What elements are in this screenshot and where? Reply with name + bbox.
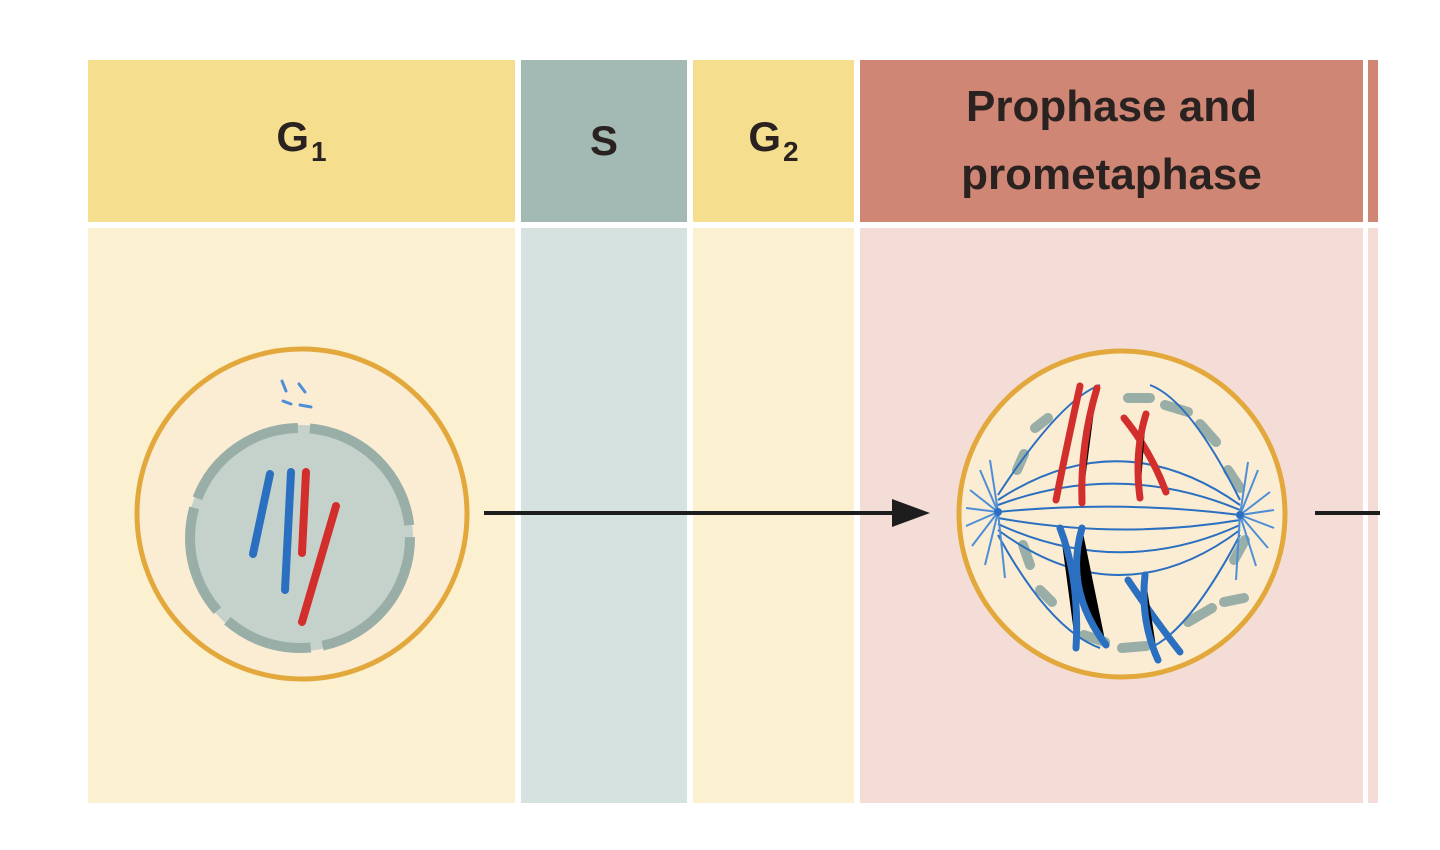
prophase-cell bbox=[956, 348, 1288, 680]
g2-label: G2 bbox=[748, 113, 799, 167]
g1-label: G1 bbox=[276, 113, 327, 167]
spindle-fibers bbox=[997, 384, 1241, 649]
prophase-header: Prophase and prometaphase bbox=[860, 60, 1363, 222]
chromosome-blue-replicated-1 bbox=[1056, 524, 1110, 652]
next-phase-header-edge bbox=[1368, 60, 1378, 222]
chromosome-red-2 bbox=[298, 502, 340, 626]
g1-nuclear-envelope bbox=[185, 423, 415, 653]
prophase-label: Prophase and prometaphase bbox=[961, 82, 1262, 199]
chromosome-red-1 bbox=[298, 468, 310, 557]
s-body bbox=[521, 228, 687, 803]
spindle-pole-left bbox=[965, 459, 1006, 579]
chromosome-blue-1 bbox=[249, 470, 274, 558]
replicated-chromosomes bbox=[1052, 382, 1184, 664]
arrow-head bbox=[892, 499, 930, 527]
next-phase-body-edge bbox=[1368, 228, 1378, 803]
chromosome-blue-replicated-2 bbox=[1124, 571, 1184, 664]
progression-arrow bbox=[484, 499, 930, 527]
chromosome-red-replicated-1 bbox=[1052, 382, 1101, 507]
g1-header: G1 bbox=[88, 60, 515, 222]
g1-chromosomes bbox=[249, 468, 340, 626]
chromosome-blue-2 bbox=[281, 468, 295, 594]
g1-cell bbox=[134, 346, 470, 682]
s-header: S bbox=[521, 60, 687, 222]
g2-body bbox=[693, 228, 854, 803]
chromosome-red-replicated-2 bbox=[1120, 410, 1170, 502]
g2-header: G2 bbox=[693, 60, 854, 222]
spindle-pole-right bbox=[1235, 461, 1275, 581]
g1-centrosome bbox=[280, 379, 313, 409]
s-label: S bbox=[589, 117, 618, 164]
